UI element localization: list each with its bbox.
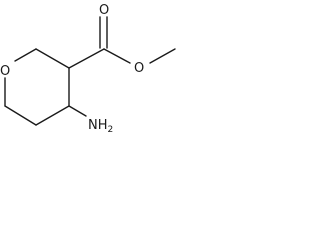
bond-carbonylC-esterO — [103, 48, 131, 64]
bond-c2-c3 — [35, 48, 70, 69]
bond-c4-amine — [68, 105, 87, 117]
amine-nh-text: NH — [88, 118, 108, 133]
molecule-drawing: O O O NH2 — [0, 3, 176, 135]
ring-oxygen-label: O — [0, 64, 10, 79]
carbonyl-oxygen-label: O — [99, 3, 109, 18]
ester-oxygen-label: O — [134, 61, 144, 76]
amine-label: NH2 — [88, 118, 113, 135]
amine-subscript-text: 2 — [108, 125, 114, 135]
bond-ringO-c2 — [14, 48, 37, 62]
bond-c5-c6 — [4, 105, 37, 126]
bond-c4-c5 — [35, 105, 70, 126]
structure-canvas: O O O NH2 — [0, 0, 185, 140]
bond-c3-carbonylC — [68, 48, 105, 69]
bond-esterO-methyl — [149, 48, 176, 64]
